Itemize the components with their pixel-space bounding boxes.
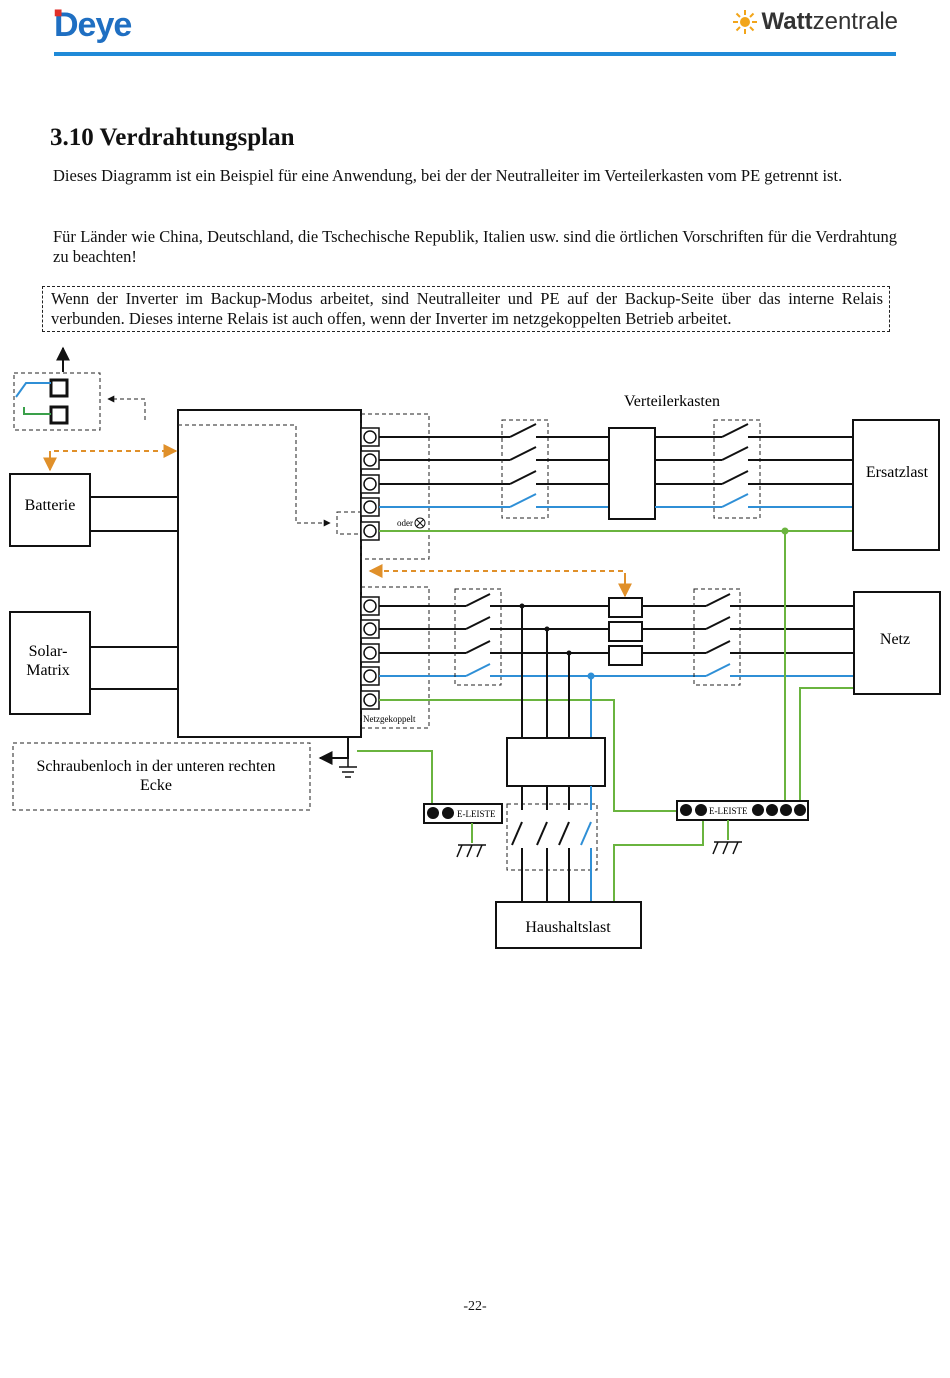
solar-label-line2: Matrix [26,662,70,679]
household-load-label: Haushaltslast [525,919,611,936]
solar-label-line1: Solar- [29,643,68,660]
e-leiste-left-label: E-LEISTE [457,809,496,819]
deye-logo: ■ Deye [54,4,132,45]
section-title: 3.10 Verdrahtungsplan [50,124,295,151]
relay-indicator [13,346,146,431]
page-number: -22- [463,1299,487,1314]
solar-block: Solar- Matrix [9,611,178,715]
inverter-box [177,409,362,738]
e-leiste-right: E-LEISTE [676,800,809,855]
wattzentrale-light: zentrale [812,8,898,35]
oder-label: oder [397,518,413,528]
household-section [506,737,704,902]
e-leiste-right-label: E-LEISTE [709,806,748,816]
battery-block: Batterie [9,444,178,547]
household-load-box [495,901,642,949]
relay-control-line [178,424,331,527]
deye-logo-text: Deye [54,6,132,44]
screw-note-line1: Schraubenloch in der unteren rechten [36,758,275,775]
backup-load-box [852,419,940,551]
ground-symbol-icon [414,517,426,529]
header-rule [54,52,896,56]
backup-terminals: oder [360,413,430,560]
intro-paragraph: Dieses Diagramm ist ein Beispiel für ein… [53,166,843,185]
sun-icon [732,10,757,34]
regulation-paragraph: Für Länder wie China, Deutschland, die T… [53,227,897,266]
backup-wiring [379,419,853,532]
logo-accent-mark: ■ [54,4,63,20]
grid-terminals: Netzgekoppelt [360,586,430,729]
meter-comm-line [368,564,626,587]
grid-wiring [379,527,854,812]
distribution-box-label: Verteilerkasten [624,393,720,410]
backup-load-label: Ersatzlast [866,464,929,481]
screw-note-line2: Ecke [140,777,172,794]
earth-ground-icon [339,758,357,778]
battery-label: Batterie [25,497,76,514]
grid-box [853,591,941,695]
wattzentrale-bold: Watt [761,8,813,35]
screw-hole-note [12,742,311,811]
wiring-diagram: Batterie Solar- Matrix oder [9,346,941,949]
grid-label: Netz [880,631,910,648]
e-leiste-left: E-LEISTE [423,803,503,858]
netzgekoppelt-label: Netzgekoppelt [363,714,416,724]
relay-note-box: Wenn der Inverter im Backup-Modus arbeit… [42,286,890,332]
